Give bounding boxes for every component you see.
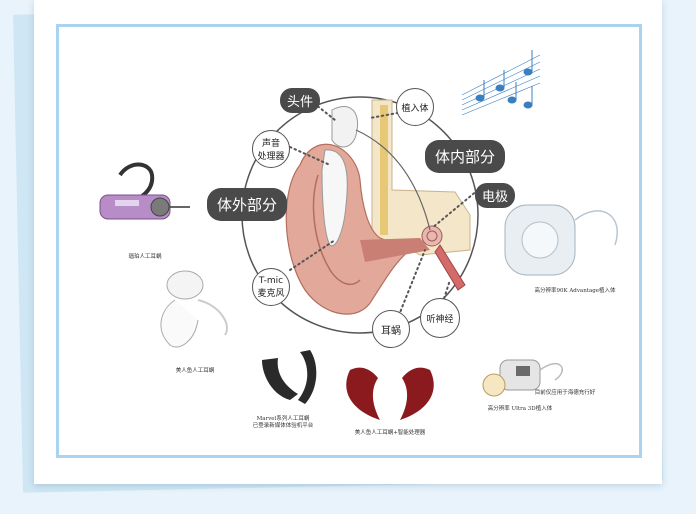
ultra-caption-line2: 高分辨率 Ultra 3D植入体 [487,406,553,412]
device-marvel [262,350,317,404]
naida-caption: 瑙珀人工耳蜗 [128,254,162,260]
marvel-caption-line1: Marvel系列人工耳蜗 [256,416,310,422]
external-parts-label: 体外部分 [207,188,288,221]
ultra-caption-line1: 目前仅应用于海德充行好 [534,390,596,396]
headpiece-shape [331,105,358,148]
device-neptune [160,270,228,348]
cochlea-shape [421,225,443,247]
music-notes-icon [461,50,541,116]
marvel-caption: Marvel系列人工耳蜗 已登录新媒体体验机平台 [238,416,328,430]
ear-anatomy [285,99,471,315]
headpiece-label: 头件 [280,88,321,113]
device-ultra3d [482,359,563,397]
device-marvel-red [346,367,434,420]
hires90k-caption: 高分辨率90K Advantage植入体 [534,288,616,294]
device-hires90k [504,204,618,276]
processor-shape [321,149,348,247]
neptune-caption: 美人鱼人工耳蜗 [175,368,215,374]
marvel-pair-caption: 美人鱼人工耳蜗+智能处理器 [354,430,426,436]
marvel-caption-line2: 已登录新媒体体验机平台 [252,423,314,430]
cochlea-label: 耳蜗 [372,310,410,348]
internal-parts-label: 体内部分 [425,140,506,173]
implant-label: 植入体 [396,88,434,126]
electrode-label: 电极 [475,183,516,208]
processor-label: 声音 处理器 [252,130,290,168]
device-naida [99,162,190,220]
auditory-nerve-label: 听神经 [420,298,460,338]
tmic-label: T-mic 麦克风 [252,268,290,306]
